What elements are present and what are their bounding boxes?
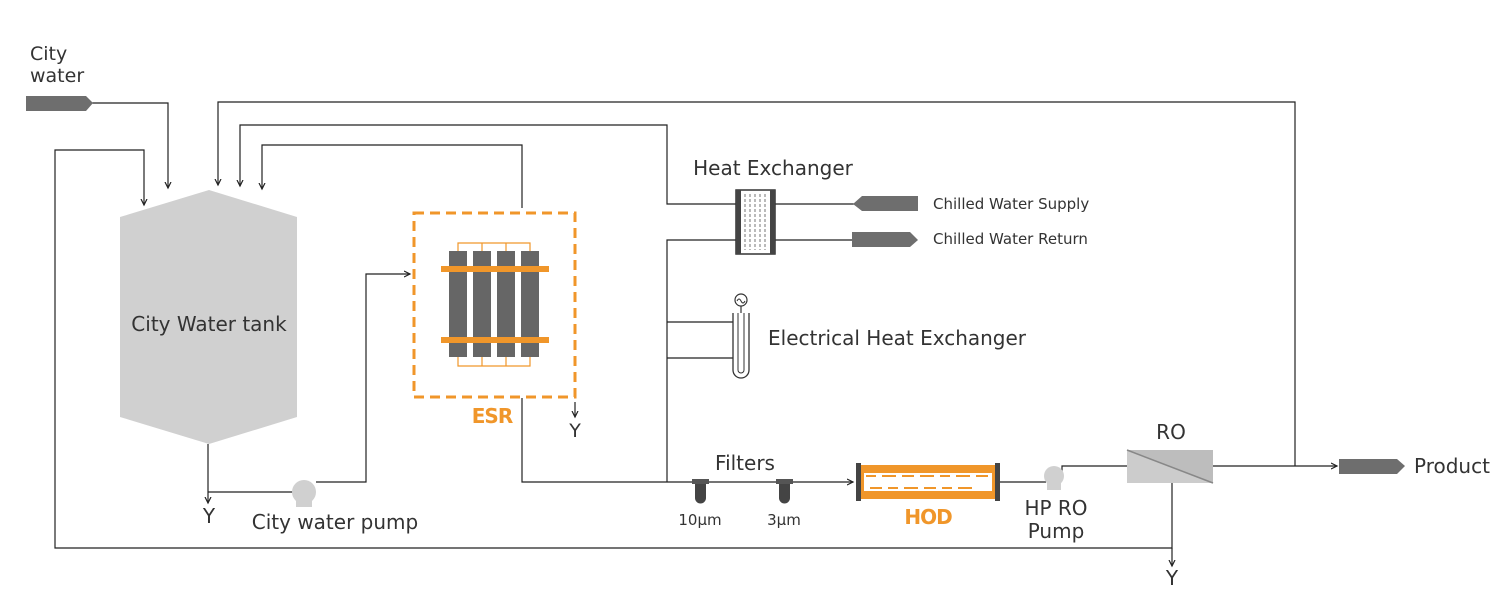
product-arrow-icon	[1339, 459, 1405, 474]
hp-ro-pump-label-line1: HP RO	[1024, 496, 1087, 520]
filter-10um-label: 10µm	[678, 511, 721, 529]
pipe-pump-to-ro	[1061, 465, 1127, 474]
drain-tank-label: Y	[202, 504, 216, 528]
city-water-pump-label: City water pump	[252, 510, 418, 534]
pipe-product-recirculation	[218, 101, 1296, 466]
pipe-esr-to-filters	[521, 398, 853, 482]
filter-3um-icon	[776, 479, 793, 504]
pipe-esr-return	[262, 144, 523, 208]
chilled-water-supply-arrow-icon	[853, 196, 918, 211]
product-label: Product	[1414, 454, 1490, 478]
drain-esr-label: Y	[568, 420, 581, 442]
esr-label: ESR	[472, 404, 513, 428]
filters-label: Filters	[715, 451, 775, 475]
electrical-heat-exchanger-icon	[732, 293, 750, 379]
pipes	[54, 101, 1337, 566]
hp-ro-pump-icon	[1044, 466, 1064, 490]
city-water-pump-icon	[292, 480, 316, 507]
hp-ro-pump-label-line2: Pump	[1028, 519, 1085, 543]
city-water-label-line2: water	[30, 65, 84, 87]
filter-3um-label: 3µm	[767, 511, 801, 529]
chilled-water-return-label: Chilled Water Return	[933, 230, 1088, 248]
heat-exchanger-label: Heat Exchanger	[693, 156, 854, 180]
hod-label: HOD	[904, 505, 952, 529]
pipe-hx-return	[240, 124, 736, 205]
chilled-water-supply-label: Chilled Water Supply	[933, 195, 1089, 213]
esr-unit	[412, 211, 577, 399]
labels: City water City Water tank Y City water …	[30, 43, 1490, 590]
ro-unit	[1126, 449, 1214, 484]
city-water-inlet-arrow-icon	[26, 96, 93, 111]
city-water-tank	[120, 190, 297, 444]
pipe-pump-to-esr	[316, 274, 410, 483]
heat-exchanger-icon	[735, 189, 776, 255]
ro-label: RO	[1156, 420, 1186, 444]
electrical-heat-exchanger-label: Electrical Heat Exchanger	[768, 326, 1027, 350]
pipe-city-water-inlet	[92, 102, 168, 188]
pipe-branch-hx-in	[666, 239, 736, 482]
hod-unit	[856, 463, 1000, 501]
city-water-tank-label: City Water tank	[131, 312, 287, 336]
pipe-ro-return-loop	[54, 149, 1173, 549]
city-water-label-line1: City	[30, 43, 67, 65]
chilled-water-return-arrow-icon	[852, 232, 918, 247]
filter-10um-icon	[692, 479, 709, 504]
drain-ro-label: Y	[1165, 566, 1179, 590]
